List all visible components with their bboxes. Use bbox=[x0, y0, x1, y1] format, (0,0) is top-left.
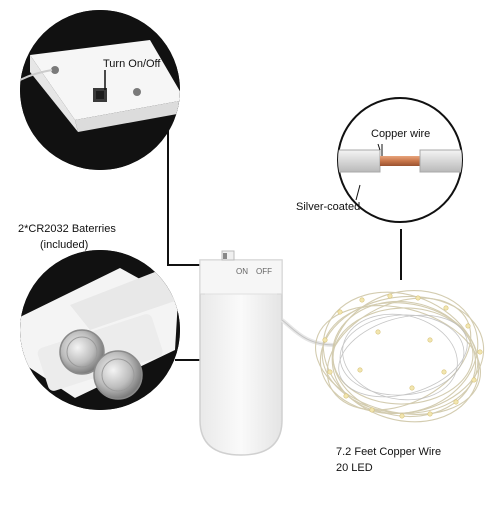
copper-core bbox=[380, 156, 420, 166]
battery-box bbox=[199, 250, 283, 456]
silver-coated-label: Silver-coated bbox=[296, 201, 361, 213]
switch-off-text: OFF bbox=[256, 267, 272, 276]
copper-wire-label: Copper wire bbox=[371, 128, 431, 140]
led-count-label: 20 LED bbox=[336, 462, 373, 474]
battery-closeup-circle bbox=[20, 250, 180, 410]
led-points bbox=[322, 293, 483, 419]
batteries-label-line2: (included) bbox=[40, 239, 89, 251]
wire-length-label: 7.2 Feet Copper Wire bbox=[336, 446, 442, 458]
switch-connector-line bbox=[167, 106, 232, 266]
wire-detail-circle bbox=[337, 97, 463, 223]
switch-closeup-circle bbox=[20, 10, 180, 170]
batteries-label-line1: 2*CR2032 Baterries bbox=[18, 223, 116, 235]
switch-label: Turn On/Off bbox=[103, 58, 161, 70]
led-wire-coil bbox=[314, 289, 485, 423]
switch-on-text: ON bbox=[236, 267, 248, 276]
